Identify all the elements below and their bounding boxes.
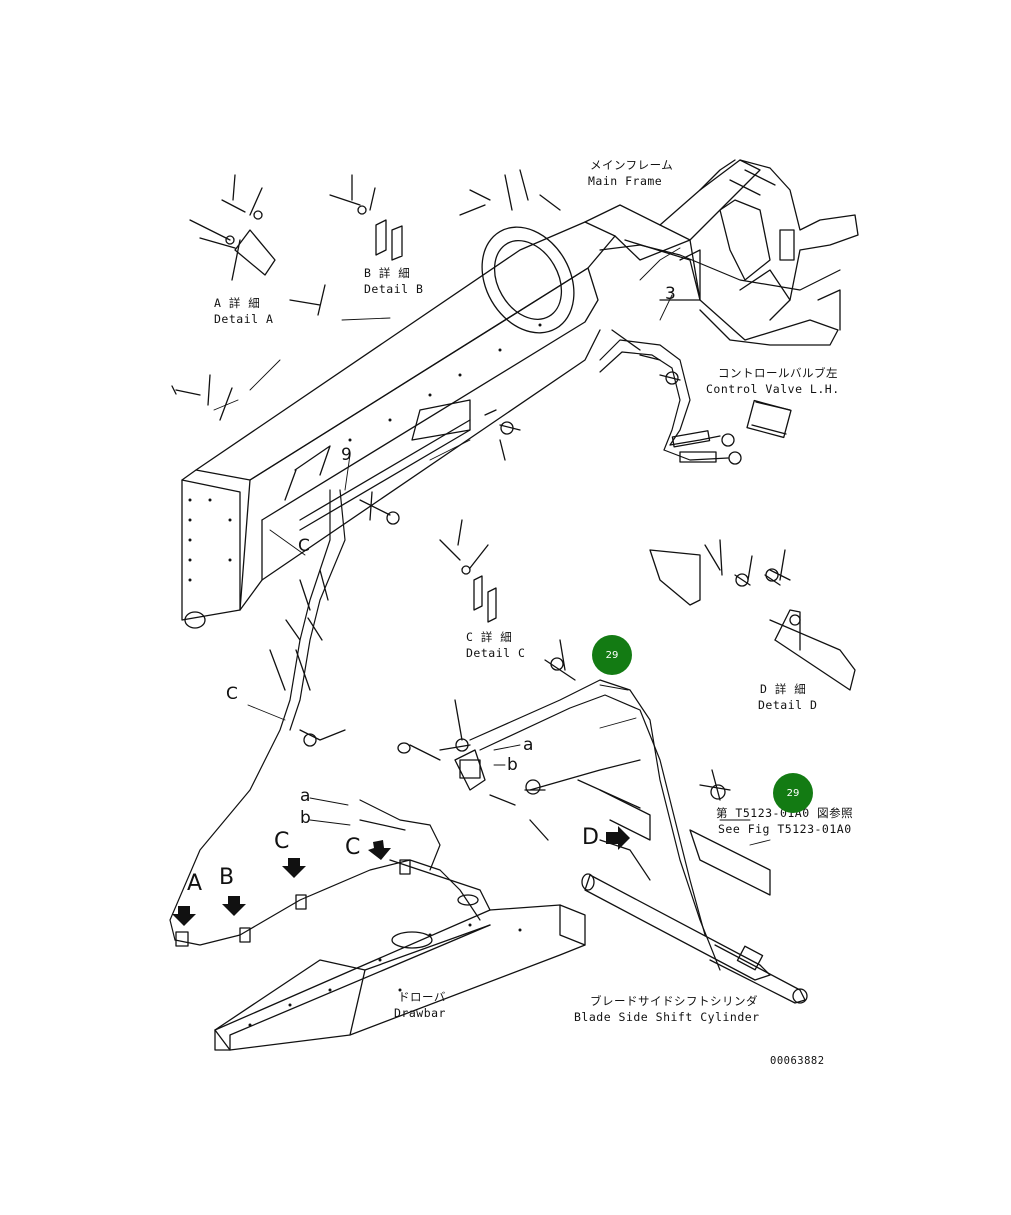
- main-frame-label-en: Main Frame: [588, 174, 663, 188]
- detail-a-label-jp: A 詳 細: [214, 296, 261, 310]
- see-fig-label-jp: 第 T5123-01A0 図参照: [716, 806, 854, 820]
- ref-c-drawbar-2: C: [345, 835, 361, 860]
- arrow-a: [172, 906, 196, 926]
- detail-b-label-jp: B 詳 細: [364, 266, 411, 280]
- drawbar-label-jp: ドローバ: [398, 990, 446, 1004]
- detail-c-label-en: Detail C: [466, 646, 526, 660]
- ref-b-lower: b: [300, 808, 311, 828]
- drawing-number: 00063882: [770, 1055, 825, 1067]
- bolts-and-fittings: [171, 169, 779, 841]
- arrow-c-2: [368, 840, 391, 860]
- view-arrows: [172, 826, 630, 926]
- detail-c-label-jp: C 詳 細: [466, 630, 513, 644]
- ref-D: D: [582, 825, 599, 850]
- detail-b-label-en: Detail B: [364, 282, 424, 296]
- control-valve: [671, 399, 792, 465]
- detail-c-clip: [439, 519, 497, 623]
- control-valve-label-jp: コントロールバルブ左: [718, 366, 838, 380]
- drawbar: [175, 859, 586, 1051]
- blade-side-shift-cylinder: [581, 873, 808, 1004]
- part-number-9: 9: [341, 445, 352, 465]
- callout-29-upper-label: 29: [605, 649, 619, 661]
- part-number-3: 3: [665, 284, 676, 304]
- arrow-b: [222, 896, 246, 916]
- main-frame-beam: [181, 221, 616, 629]
- blade-cylinder-label-en: Blade Side Shift Cylinder: [574, 1010, 760, 1024]
- ref-c-drawbar-1: C: [274, 829, 290, 854]
- detail-d-label-en: Detail D: [758, 698, 818, 712]
- see-fig-label-en: See Fig T5123-01A0: [718, 822, 852, 836]
- ref-A: A: [187, 871, 203, 896]
- ref-a-lower: a: [300, 786, 311, 806]
- detail-a-clip: [189, 174, 276, 281]
- arrow-d: [606, 826, 630, 850]
- arrow-c-1: [282, 858, 306, 878]
- detail-b-clip: [329, 174, 403, 261]
- main-frame-label-jp: メインフレーム: [590, 158, 674, 172]
- detail-d-clip: [649, 539, 856, 691]
- detail-a-label-en: Detail A: [214, 312, 274, 326]
- ref-b-upper: b: [507, 755, 518, 775]
- ref-c-hose: C: [226, 684, 238, 704]
- callout-29-upper[interactable]: 29: [592, 635, 632, 675]
- mounting-bracket: [577, 779, 771, 896]
- control-valve-label-en: Control Valve L.H.: [706, 382, 840, 396]
- drawbar-label-en: Drawbar: [394, 1006, 446, 1020]
- rear-frame: [584, 159, 859, 346]
- ref-c-frame: C: [298, 536, 310, 556]
- ref-B: B: [219, 865, 235, 890]
- leader-lines: [213, 247, 771, 846]
- hydraulic-hoses: [169, 244, 841, 971]
- callout-29-lower-label: 29: [786, 787, 800, 799]
- ref-a-upper: a: [523, 735, 534, 755]
- callout-29-lower[interactable]: 29: [773, 773, 813, 813]
- detail-d-label-jp: D 詳 細: [760, 682, 807, 696]
- blade-cylinder-label-jp: ブレードサイドシフトシリンダ: [590, 994, 758, 1008]
